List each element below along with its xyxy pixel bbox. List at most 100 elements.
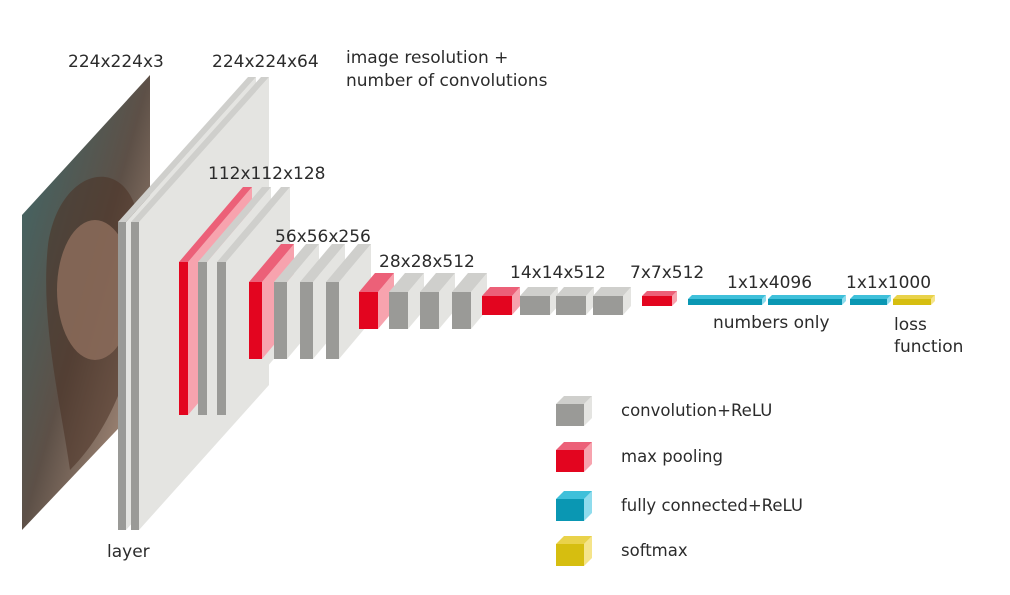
layer-fc-18-front — [688, 299, 762, 305]
layer-conv-0-front — [118, 222, 126, 530]
layer-pool-2-top — [179, 187, 252, 262]
legend-label-pool: max pooling — [621, 447, 723, 466]
layer-conv-1-front — [131, 222, 139, 530]
input-dim-label: 224x224x3 — [68, 52, 164, 72]
layer-conv-15-front — [556, 296, 586, 315]
layer-conv-7-front — [300, 282, 313, 359]
legend-swatch-conv — [556, 396, 592, 426]
legend-box-softmax-top — [556, 536, 592, 544]
layer-pool-13-side — [512, 287, 520, 315]
layer-conv-16-top — [593, 287, 631, 296]
layer-softmax-21-front — [893, 299, 931, 305]
layer-conv-0-top — [118, 77, 256, 222]
layer-conv-11-front — [420, 292, 439, 329]
layer-conv-14 — [520, 287, 558, 315]
layer-conv-1-top — [131, 77, 269, 222]
fc1-dim-label: 1x1x4096 — [727, 273, 812, 293]
layer-conv-11 — [420, 273, 455, 329]
legend-box-fc — [556, 491, 592, 521]
legend-box-pool-top — [556, 442, 592, 450]
layer-pool-17 — [642, 291, 677, 306]
layer-conv-15-side — [586, 287, 594, 315]
layer-conv-8-front — [326, 282, 339, 359]
block2-dim-label: 112x112x128 — [208, 164, 325, 184]
layer-pool-9 — [359, 273, 394, 329]
layer-pool-9-side — [378, 273, 394, 329]
input-image — [22, 75, 150, 530]
layer-conv-12 — [452, 273, 487, 329]
block4-dim-label: 28x28x512 — [379, 252, 475, 272]
legend-item-pool: max pooling — [556, 442, 723, 472]
layer-pool-9-front — [359, 292, 378, 329]
layer-fc-18-side — [762, 295, 766, 305]
layer-pool-5-front — [249, 282, 262, 359]
layer-conv-14-front — [520, 296, 550, 315]
legend-label-softmax: softmax — [621, 541, 688, 560]
block3-dim-label: 56x56x256 — [275, 227, 371, 247]
layer-fc-20-side — [887, 295, 891, 305]
layer-softmax-21-top — [893, 295, 935, 299]
layer-pool-13-front — [482, 296, 512, 315]
layer-conv-6-top — [274, 244, 319, 282]
layer-fc-20-front — [850, 299, 887, 305]
layer-pool-2-front — [179, 262, 188, 415]
legend: convolution+ReLU max pooling fully conne… — [556, 396, 803, 566]
layer-fc-19-top — [768, 295, 846, 299]
legend-box-conv-front — [556, 404, 584, 426]
layer-fc-19-front — [768, 299, 842, 305]
legend-item-softmax: softmax — [556, 536, 688, 566]
block5-dim-label: 14x14x512 — [510, 263, 606, 283]
layer-conv-4-front — [217, 262, 226, 415]
numbers-only-label: numbers only — [713, 313, 830, 333]
layer-fc-19 — [768, 295, 846, 305]
fc3-dim-label: 1x1x1000 — [846, 273, 931, 293]
layer-conv-3-front — [198, 262, 207, 415]
layer-conv-12-front — [452, 292, 471, 329]
loss-line2: function — [894, 337, 963, 357]
layer-conv-11-top — [420, 273, 455, 292]
legend-box-conv-side — [584, 396, 592, 426]
legend-label-fc: fully connected+ReLU — [621, 496, 803, 515]
note-line1: image resolution + — [346, 48, 508, 68]
layer-conv-10 — [389, 273, 424, 329]
layer-pool-13 — [482, 287, 520, 315]
layer-conv-8 — [326, 244, 371, 359]
legend-box-conv — [556, 396, 592, 426]
layer-fc-18 — [688, 295, 766, 305]
layer-conv-4-top — [217, 187, 290, 262]
layer-conv-8-side — [339, 244, 371, 359]
legend-box-softmax-side — [584, 536, 592, 566]
layer-pool-9-top — [359, 273, 394, 292]
layer-conv-12-side — [471, 273, 487, 329]
legend-box-conv-top — [556, 396, 592, 404]
layer-conv-15 — [556, 287, 594, 315]
legend-box-fc-side — [584, 491, 592, 521]
layer-fc-18-top — [688, 295, 766, 299]
layer-conv-8-top — [326, 244, 371, 282]
legend-box-softmax-front — [556, 544, 584, 566]
legend-item-conv: convolution+ReLU — [556, 396, 772, 426]
legend-label-conv: convolution+ReLU — [621, 401, 772, 420]
layer-fc-20-top — [850, 295, 891, 299]
layer-label: layer — [107, 542, 150, 562]
legend-box-pool-side — [584, 442, 592, 472]
layer-conv-12-top — [452, 273, 487, 292]
layer-conv-7-top — [300, 244, 345, 282]
legend-box-fc-top — [556, 491, 592, 499]
note-line2: number of convolutions — [346, 71, 548, 91]
layer-conv-14-top — [520, 287, 558, 296]
legend-box-pool — [556, 442, 592, 472]
layer-conv-15-top — [556, 287, 594, 296]
layer-conv-16-side — [623, 287, 631, 315]
layer-blocks — [118, 77, 935, 530]
legend-box-fc-front — [556, 499, 584, 521]
legend-swatch-fc — [556, 491, 592, 521]
pool5-dim-label: 7x7x512 — [630, 263, 704, 283]
block1-dim-label: 224x224x64 — [212, 52, 319, 72]
layer-conv-10-front — [389, 292, 408, 329]
layer-fc-20 — [850, 295, 891, 305]
layer-softmax-21 — [893, 295, 935, 305]
layer-conv-16-front — [593, 296, 623, 315]
legend-box-softmax — [556, 536, 592, 566]
